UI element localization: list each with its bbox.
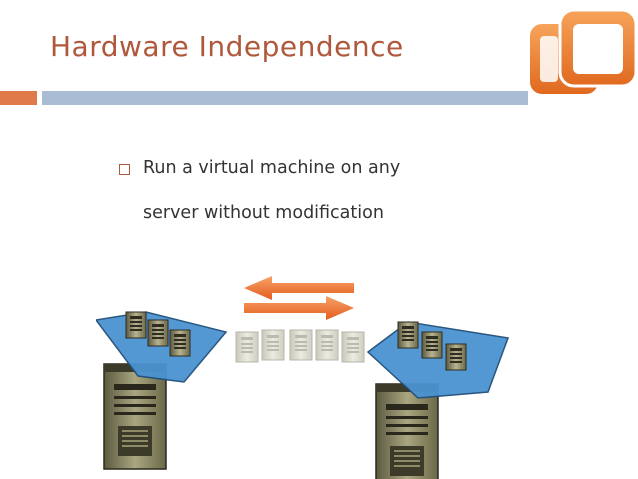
target-server (366, 321, 510, 479)
vm-migration-illustration (96, 276, 510, 479)
title-rule-blue (42, 91, 528, 105)
vmware-logo-icon (530, 8, 638, 94)
square-bullet-icon (119, 164, 130, 175)
migrating-vms (235, 329, 365, 363)
bullet-text-line2: server without modification (143, 203, 384, 223)
bullet-text-line1: Run a virtual machine on any (143, 158, 401, 178)
source-server (96, 311, 228, 470)
arrow-left-icon (244, 276, 354, 300)
title-rule-orange (0, 91, 37, 105)
arrow-right-icon (244, 296, 354, 320)
slide-title: Hardware Independence (50, 30, 404, 63)
